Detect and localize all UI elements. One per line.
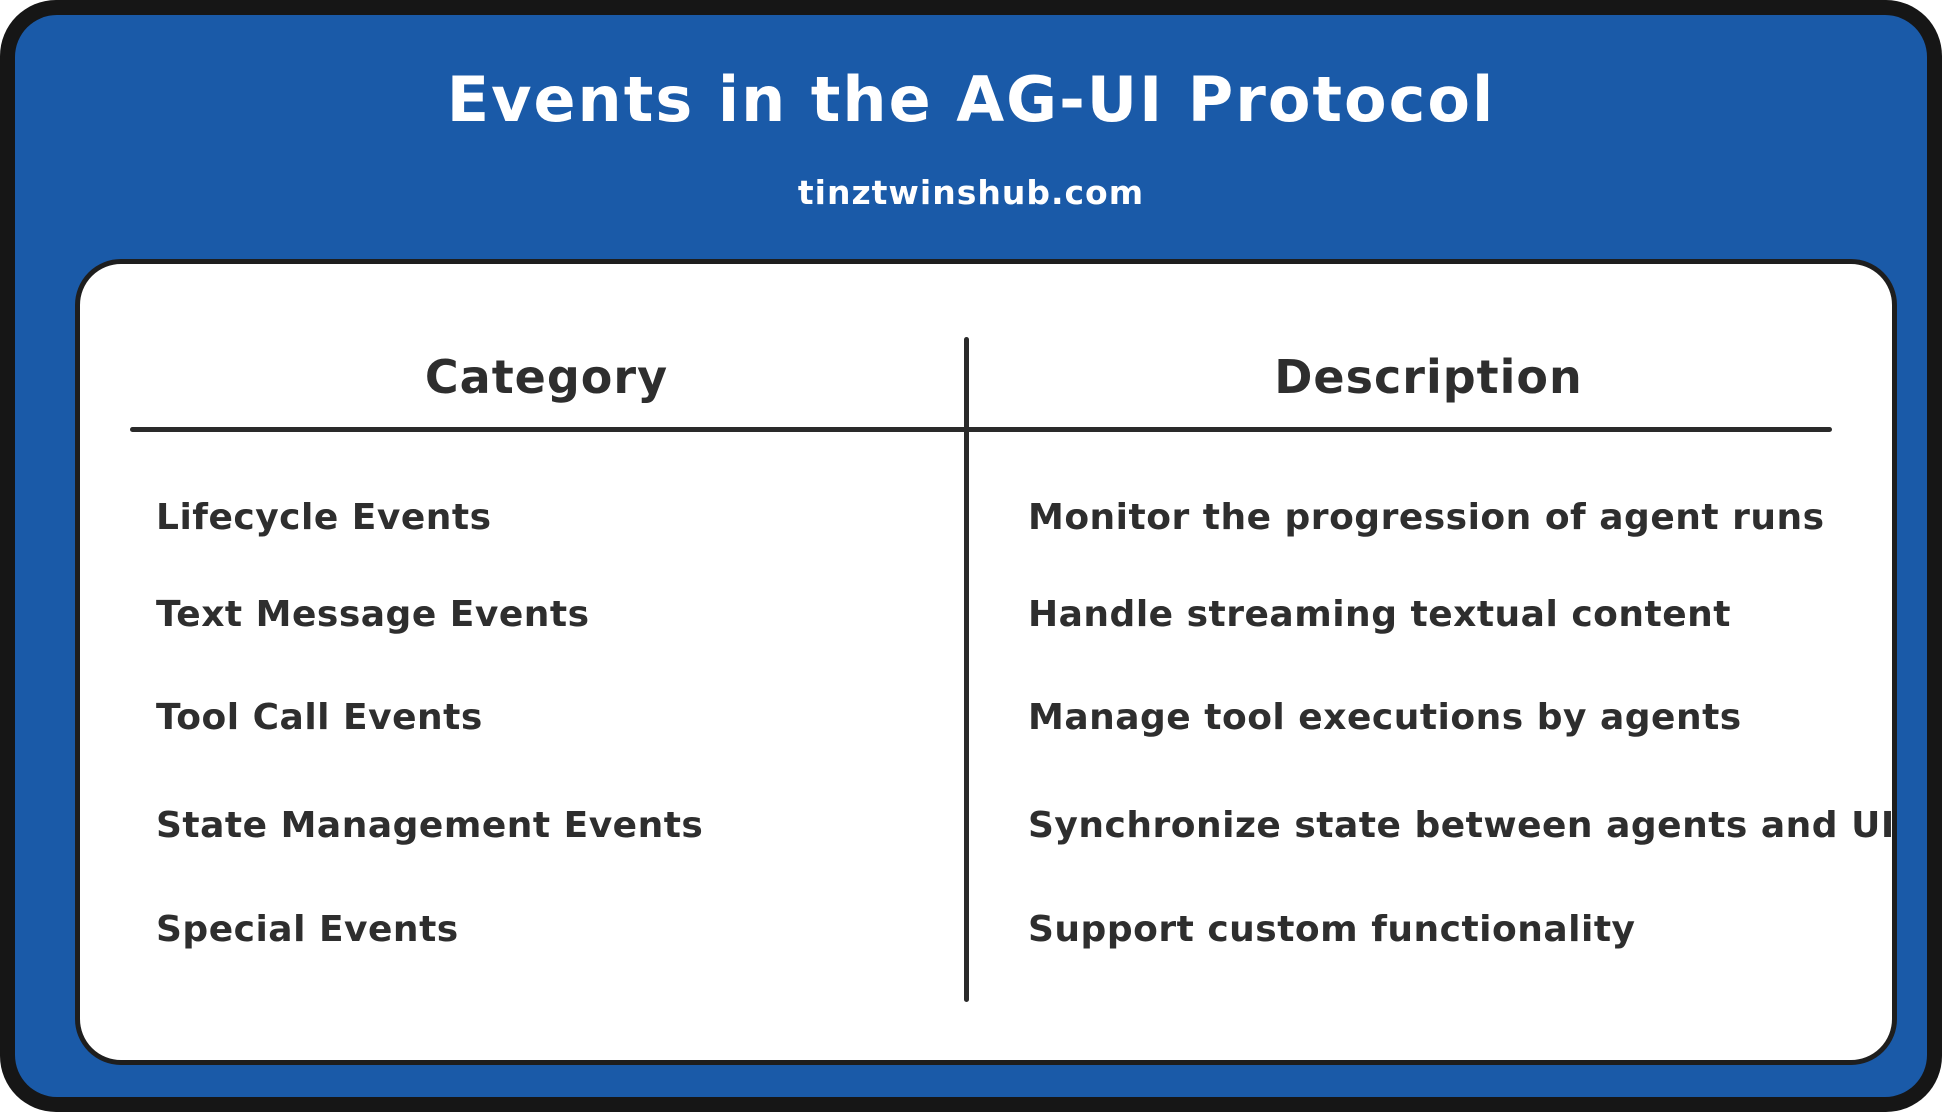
header-underline: [130, 427, 1832, 432]
table-row-category: State Management Events: [156, 805, 704, 846]
table-row-category: Text Message Events: [156, 594, 590, 635]
column-header-category: Category: [424, 350, 669, 404]
blue-panel: Events in the AG-UI Protocol tinztwinshu…: [15, 15, 1927, 1097]
page-title: Events in the AG-UI Protocol: [446, 63, 1496, 136]
table-row-description: Monitor the progression of agent runs: [1028, 497, 1825, 538]
table-row-category: Tool Call Events: [156, 697, 483, 738]
table-row-description: Handle streaming textual content: [1028, 594, 1732, 635]
table-row-description: Synchronize state between agents and UI: [1028, 805, 1895, 846]
table-row-category: Special Events: [156, 909, 459, 950]
column-divider: [964, 337, 969, 1002]
table-row-category: Lifecycle Events: [156, 497, 492, 538]
table-card: Category Description Lifecycle Events Mo…: [75, 259, 1897, 1065]
column-header-description: Description: [1274, 350, 1583, 404]
site-subtitle: tinztwinshub.com: [797, 173, 1145, 212]
table-row-description: Manage tool executions by agents: [1028, 697, 1742, 738]
table-row-description: Support custom functionality: [1028, 909, 1636, 950]
